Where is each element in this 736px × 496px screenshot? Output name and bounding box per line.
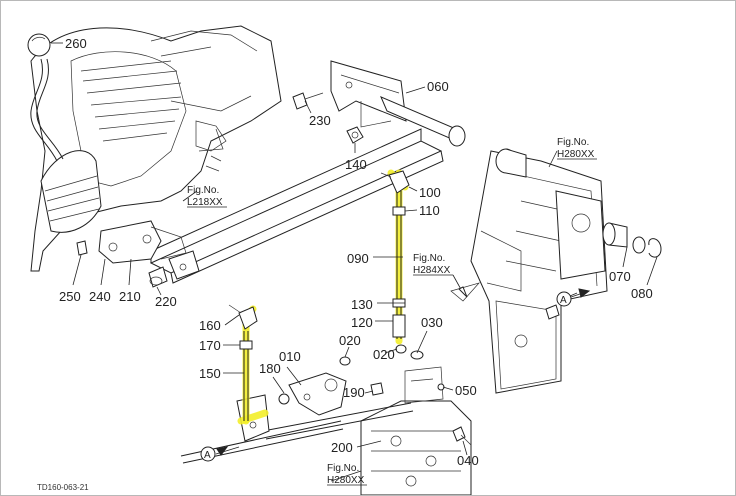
bolt-040 bbox=[452, 426, 472, 446]
pin-220 bbox=[148, 266, 168, 288]
nut-140 bbox=[346, 126, 364, 144]
ring-070-washer bbox=[632, 236, 646, 254]
label-020-a: 020 bbox=[339, 333, 361, 348]
label-200: 200 bbox=[331, 440, 353, 455]
nut-170 bbox=[239, 340, 253, 350]
label-020-b: 020 bbox=[373, 347, 395, 362]
figref-h280-bottom-code: H280XX bbox=[327, 475, 365, 486]
washer-020-b bbox=[339, 356, 351, 366]
view-marker-a-left: A bbox=[200, 446, 229, 462]
label-010: 010 bbox=[279, 349, 301, 364]
label-090: 090 bbox=[347, 251, 369, 266]
shift-console-housing bbox=[30, 25, 282, 272]
figref-h284-code: H284XX bbox=[413, 265, 451, 276]
bushing-070 bbox=[602, 222, 628, 248]
valve-body bbox=[360, 366, 472, 495]
rod-090 bbox=[396, 191, 402, 339]
figref-h280-top-code: H280XX bbox=[557, 149, 595, 160]
arm-010 bbox=[288, 372, 347, 416]
arrow-h284 bbox=[452, 274, 468, 298]
label-220: 220 bbox=[155, 294, 177, 309]
label-150: 150 bbox=[199, 366, 221, 381]
label-080: 080 bbox=[631, 286, 653, 301]
rod-end-100 bbox=[380, 170, 410, 194]
view-marker-a-right: A bbox=[556, 288, 591, 307]
label-180: 180 bbox=[259, 361, 281, 376]
shaft-bracket bbox=[330, 60, 407, 128]
figref-l218-code: L218XX bbox=[187, 197, 223, 208]
washer-020 bbox=[395, 344, 407, 354]
figref-l218-title: Fig.No. bbox=[187, 185, 219, 196]
label-030: 030 bbox=[421, 315, 443, 330]
label-110: 110 bbox=[419, 203, 440, 218]
figref-h280-top-title: Fig.No. bbox=[557, 137, 589, 148]
nut-110 bbox=[392, 206, 406, 216]
view-marker-a-right-label: A bbox=[560, 295, 567, 306]
label-190: 190 bbox=[343, 385, 365, 400]
link-rod-lower bbox=[262, 402, 414, 440]
view-marker-a-left-label: A bbox=[204, 450, 211, 461]
rod-end-160 bbox=[228, 304, 258, 330]
label-170: 170 bbox=[199, 338, 221, 353]
label-250: 250 bbox=[59, 289, 81, 304]
washer-030 bbox=[410, 350, 424, 360]
label-160: 160 bbox=[199, 318, 221, 333]
shaft-060 bbox=[380, 96, 466, 147]
lever-knob bbox=[27, 33, 51, 57]
label-240: 240 bbox=[89, 289, 111, 304]
label-040: 040 bbox=[457, 453, 479, 468]
leader-lines bbox=[51, 42, 658, 482]
label-140: 140 bbox=[345, 157, 367, 172]
label-060: 060 bbox=[427, 79, 449, 94]
rod-end-120 bbox=[392, 314, 406, 338]
label-210: 210 bbox=[119, 289, 141, 304]
label-130: 130 bbox=[351, 297, 373, 312]
shift-lever-rod bbox=[30, 58, 64, 162]
bracket-plate bbox=[98, 220, 187, 264]
screw-250 bbox=[76, 240, 88, 256]
label-120: 120 bbox=[351, 315, 373, 330]
bolt-right bbox=[545, 304, 560, 320]
bolt-190 bbox=[370, 382, 384, 396]
label-070: 070 bbox=[609, 269, 631, 284]
nut-180 bbox=[278, 393, 290, 405]
hydraulic-housing bbox=[450, 150, 608, 394]
drawing-code: TD160-063-21 bbox=[37, 483, 89, 492]
snap-ring-080 bbox=[648, 238, 662, 258]
bushing-top bbox=[495, 148, 527, 178]
label-100: 100 bbox=[419, 185, 441, 200]
label-260: 260 bbox=[65, 36, 87, 51]
figref-h280-bottom-title: Fig.No. bbox=[327, 463, 359, 474]
shift-lever-boot bbox=[40, 150, 102, 233]
label-050: 050 bbox=[455, 383, 477, 398]
figref-h284-title: Fig.No. bbox=[413, 253, 445, 264]
label-230: 230 bbox=[309, 113, 331, 128]
